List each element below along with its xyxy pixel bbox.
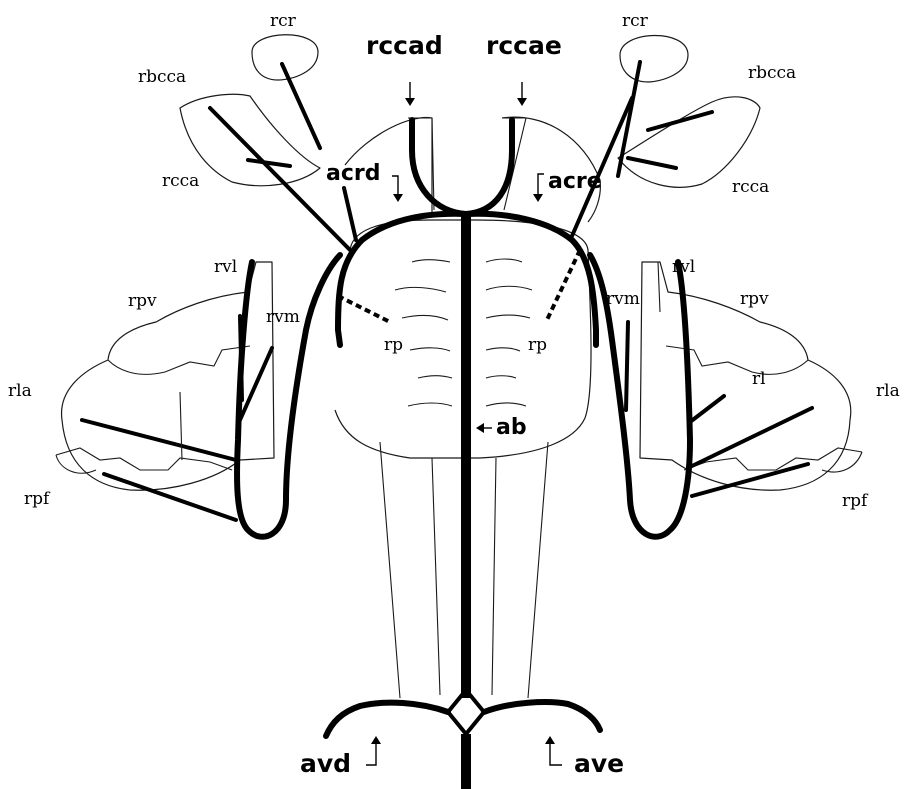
brain-outlines: [56, 35, 862, 698]
rvm-branch-left: [240, 348, 272, 420]
label-ab: ab: [496, 415, 527, 440]
rpf-branch-left: [104, 474, 236, 520]
medulla-outline-right-inner: [492, 458, 496, 695]
label-rvm-right: rvm: [606, 289, 640, 309]
frontal-lobe-right-outline: [618, 97, 760, 187]
medulla-outline-right: [528, 442, 548, 698]
label-rccae: rccae: [486, 31, 562, 60]
pontine-striations-left: [395, 260, 452, 406]
label-rpf-right: rpf: [842, 491, 869, 511]
rvl-branch-left: [240, 316, 242, 400]
rp-dashed-left: [338, 296, 390, 322]
label-rp-right: rp: [528, 335, 547, 355]
rvm-branch-right: [626, 322, 628, 410]
medulla-outline-left: [380, 442, 400, 698]
label-rcca-left: rcca: [162, 171, 199, 191]
label-rpv-right: rpv: [740, 289, 769, 309]
acrd-arc: [338, 214, 466, 345]
rcca-branch-right: [628, 158, 676, 168]
temporal-inner-left: [108, 346, 250, 374]
temporal-pole-right-lower: [822, 452, 862, 472]
ave-vessel: [484, 702, 600, 730]
pontine-striations-right: [486, 259, 532, 406]
avd-vessel: [326, 703, 448, 736]
olfactory-bulb-right-outline: [620, 35, 688, 82]
label-rla-left: rla: [8, 381, 32, 401]
label-rcca-right: rcca: [732, 177, 769, 197]
label-rp-left: rp: [384, 335, 403, 355]
rla-branch-right: [692, 408, 812, 466]
label-rpf-left: rpf: [24, 489, 51, 509]
rla-branch-left: [82, 420, 236, 460]
label-ave: ave: [574, 749, 624, 778]
right-trunk: [572, 98, 632, 236]
rl-branch-right: [690, 396, 724, 422]
label-acrd: acrd: [326, 161, 380, 186]
label-rvm-left: rvm: [266, 307, 300, 327]
carotid-u-shape: [412, 120, 512, 214]
label-rpv-left: rpv: [128, 291, 157, 311]
label-rla-right: rla: [876, 381, 900, 401]
label-rbcca-left: rbcca: [138, 67, 186, 87]
label-rccad: rccad: [366, 31, 443, 60]
label-rcr-left: rcr: [270, 11, 297, 31]
medulla-outline-left-inner: [432, 458, 440, 695]
rcr-to-hemi-left: [344, 188, 356, 240]
rvl-branch-right: [658, 262, 660, 312]
rla-inner-left: [180, 392, 182, 460]
label-rcr-right: rcr: [622, 11, 649, 31]
right-main-loop: [590, 255, 690, 537]
rp-dashed-right: [546, 250, 580, 322]
frontal-lobe-left-outline: [180, 94, 320, 185]
rcr-branch-left: [282, 64, 320, 148]
label-rvl-left: rvl: [214, 257, 237, 277]
labels: rcr rcr rccad rccae rbcca rbcca rcca rcc…: [8, 11, 900, 778]
label-rbcca-right: rbcca: [748, 63, 796, 83]
label-avd: avd: [300, 749, 351, 778]
label-acre: acre: [548, 169, 602, 194]
label-rvl-right: rvl: [672, 257, 695, 277]
acre-arc: [466, 214, 596, 345]
label-rl: rl: [752, 369, 766, 389]
rbcca-branch-right: [648, 112, 712, 130]
temporal-pole-left-lower: [56, 455, 96, 473]
